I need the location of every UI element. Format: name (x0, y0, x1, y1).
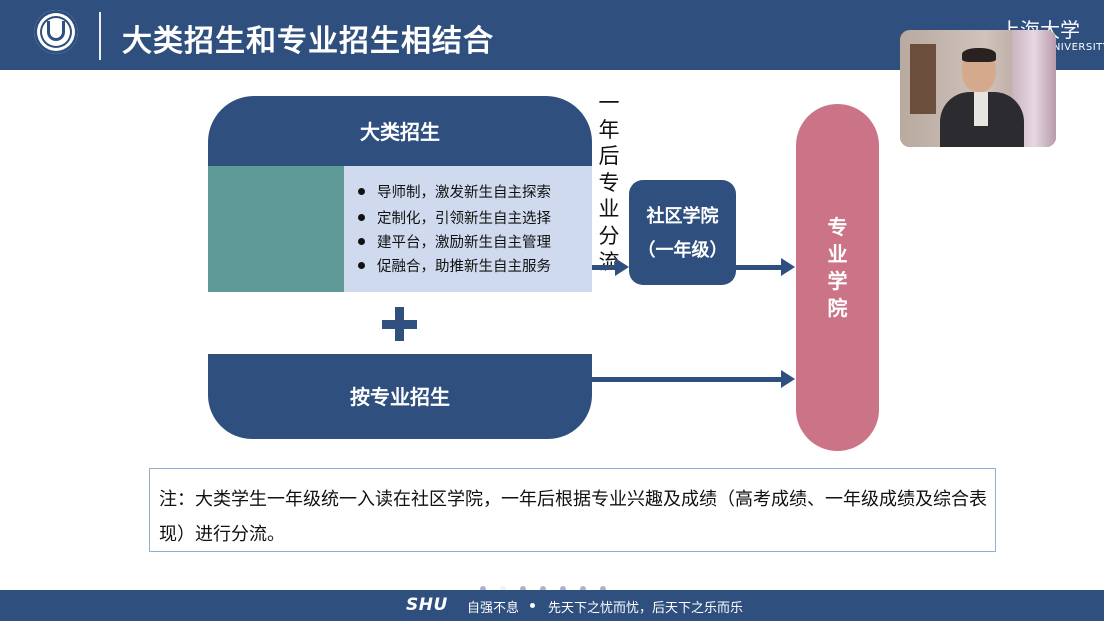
bullet-text: 建平台，激励新生自主管理 (377, 235, 551, 251)
note-box: 注：大类学生一年级统一入读在社区学院，一年后根据专业兴趣及成绩（高考成绩、一年级… (149, 468, 996, 552)
bullet-dot-icon (358, 187, 365, 195)
page-indicator-dot[interactable] (480, 586, 486, 592)
bullet-text: 促融合，助推新生自主服务 (377, 259, 551, 275)
broad-category-enrollment-box: 大类招生 导师制，激发新生自主探索 定制化，引领新生自主选择 建平台，激励新生自… (208, 96, 592, 292)
presenter-webcam[interactable] (900, 30, 1056, 147)
bullet-item: 定制化，引领新生自主选择 (358, 207, 551, 228)
bullet-dot-icon (358, 261, 365, 269)
major-enrollment-title: 按专业招生 (350, 385, 450, 409)
arrow-right-icon (615, 258, 629, 276)
logo-emblem (47, 21, 65, 41)
footer-separator-dot (530, 603, 535, 608)
bullet-item: 导师制，激发新生自主探索 (358, 181, 551, 202)
slide-title: 大类招生和专业招生相结合 (122, 24, 494, 59)
bullet-dot-icon (358, 213, 365, 221)
community-college-name: 社区学院 (646, 206, 719, 227)
page-indicator-dot[interactable] (540, 586, 546, 592)
header-divider (99, 12, 101, 60)
footer-brand: SHU (406, 595, 448, 615)
university-name-en: UNIVERSITY (1045, 42, 1104, 53)
footer-slogan: 先天下之忧而忧，后天下之乐而乐 (548, 601, 744, 616)
arrow-line (736, 265, 782, 270)
presenter-hair (962, 48, 996, 62)
major-school-label: 专业学院 (796, 214, 879, 322)
arrow-line (592, 377, 782, 382)
community-college-grade: （一年级） (637, 240, 728, 261)
footer-bar: SHU 自强不息 先天下之忧而忧，后天下之乐而乐 (0, 590, 1104, 621)
bullet-item: 建平台，激励新生自主管理 (358, 231, 551, 252)
note-text: 注：大类学生一年级统一入读在社区学院，一年后根据专业兴趣及成绩（高考成绩、一年级… (159, 489, 987, 545)
page-indicator-dot[interactable] (580, 586, 586, 592)
arrow-line (592, 265, 616, 270)
footer-motto: 自强不息 (467, 601, 520, 616)
page-indicator-dot[interactable] (560, 586, 566, 592)
broad-category-bullets: 导师制，激发新生自主探索 定制化，引领新生自主选择 建平台，激励新生自主管理 促… (344, 166, 592, 292)
webcam-picture-frame (910, 44, 936, 114)
teal-block (208, 166, 344, 292)
bullet-item: 促融合，助推新生自主服务 (358, 255, 551, 276)
arrow-right-icon (781, 258, 795, 276)
arrow-right-icon (781, 370, 795, 388)
bullet-text: 定制化，引领新生自主选择 (377, 211, 551, 227)
bullet-text: 导师制，激发新生自主探索 (377, 185, 551, 201)
university-logo (34, 10, 78, 54)
presenter-shirt (974, 92, 988, 126)
page-indicator-dot[interactable] (520, 586, 526, 592)
community-college-box: 社区学院 （一年级） (629, 180, 736, 285)
broad-category-header: 大类招生 (208, 96, 592, 166)
major-enrollment-box: 按专业招生 (208, 354, 592, 439)
major-school-text: 专业学院 (827, 215, 848, 320)
vertical-label-one-year-later: 一年后专业分流 (598, 91, 620, 274)
major-school-pill: 专业学院 (796, 104, 879, 451)
page-indicator-dot-active[interactable] (500, 586, 506, 592)
bullet-dot-icon (358, 237, 365, 245)
plus-icon-horizontal (382, 320, 417, 329)
page-indicator-dot[interactable] (600, 586, 606, 592)
broad-category-title: 大类招生 (360, 120, 440, 144)
